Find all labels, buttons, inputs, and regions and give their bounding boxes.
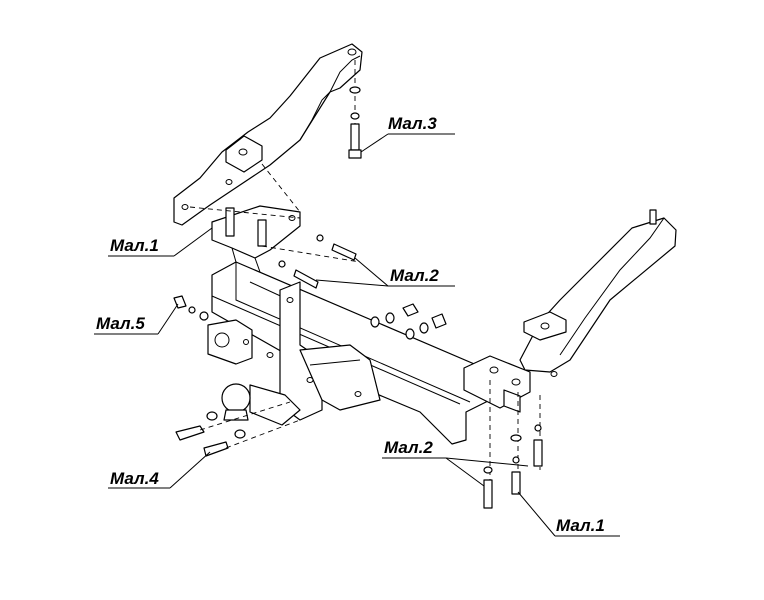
label-mal5-left: Мал.5 [96, 314, 145, 333]
label-mal2-center: Мал.2 [390, 266, 439, 285]
left-beam-mount-plate [211, 205, 301, 273]
label-mal1-bottom: Мал.1 [556, 516, 605, 535]
right-beam-mount [463, 355, 531, 413]
center-bolt-group [261, 234, 361, 289]
tow-plate-assembly [279, 281, 381, 421]
leader-lines [94, 133, 620, 537]
tow-ball [221, 383, 301, 426]
right-mounting-bracket [519, 209, 677, 377]
assembly-guide-lines [189, 163, 301, 219]
top-bolt-group [348, 60, 362, 159]
socket-bolt-group [173, 295, 209, 321]
left-mounting-bracket [173, 43, 363, 226]
socket-bracket [207, 319, 253, 365]
right-nut-group [370, 303, 447, 340]
label-mal1-left: Мал.1 [110, 236, 159, 255]
right-bottom-bolt-group [483, 380, 543, 509]
label-mal2-bottom: Мал.2 [384, 438, 433, 457]
label-mal3-top: Мал.3 [388, 114, 437, 133]
label-mal4-left: Мал.4 [110, 469, 159, 488]
